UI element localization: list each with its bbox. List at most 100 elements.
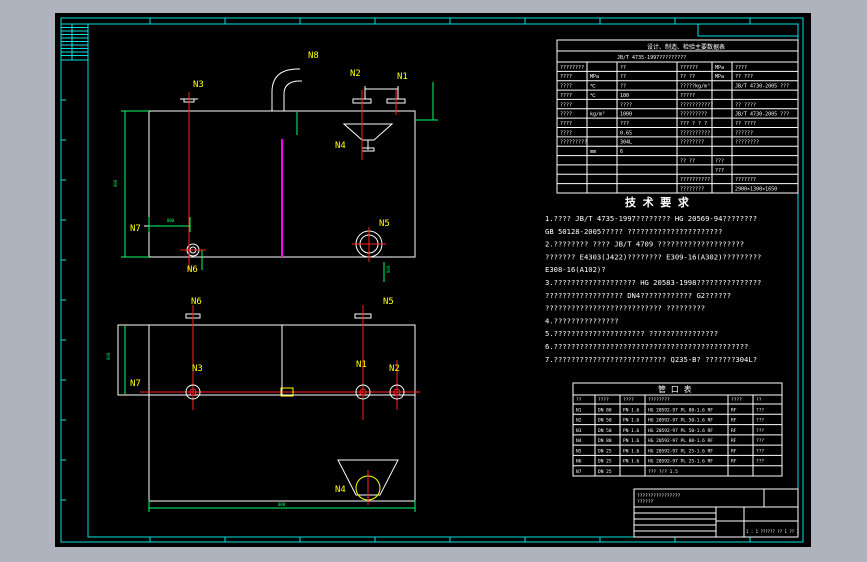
spec-table-cell: ???????? bbox=[560, 65, 584, 71]
nozzle-table-cell: ??? ?/? 1.5 bbox=[648, 469, 678, 475]
n8-top-box bbox=[280, 387, 294, 397]
nozzle-table-cell: DN 25 bbox=[598, 469, 612, 475]
n3-top-circle bbox=[185, 384, 201, 400]
nozzle-table-header: ?? bbox=[756, 397, 762, 403]
tech-requirement-line: ??????????????????????????? ????????? bbox=[545, 304, 705, 313]
n3-label: N3 bbox=[193, 80, 204, 90]
n2-label: N2 bbox=[350, 69, 361, 79]
spec-table-cell: ???? bbox=[560, 130, 572, 136]
nozzle-table-cell: HG 20592-97 PL 80-1.6 RF bbox=[648, 407, 713, 413]
spec-table-cell: ????? bbox=[680, 93, 695, 99]
title-block-text: 1 : 1 ?????? ?? 1 ?? 1 bbox=[746, 529, 800, 534]
n5-dimension-text: 000 bbox=[386, 265, 391, 273]
n7-label: N7 bbox=[130, 224, 141, 234]
nozzle-table-cell: PN 1.6 bbox=[623, 428, 640, 434]
nozzle-table-cell: RF bbox=[731, 418, 737, 424]
nozzle-table-cell: DN 80 bbox=[598, 407, 612, 413]
nozzle-table-cell: PN 1.6 bbox=[623, 438, 640, 444]
n2-top-circle bbox=[389, 384, 405, 400]
n4-top-label: N4 bbox=[335, 485, 346, 495]
n3-top-label: N3 bbox=[192, 364, 203, 374]
nozzle-table-cell: ??? bbox=[756, 448, 764, 454]
tech-requirement-line: E308-16(A102)? bbox=[545, 265, 606, 274]
spec-table-cell: ?????? bbox=[680, 65, 698, 71]
nozzle-table-cell: HG 20592-97 PL 25-1.6 RF bbox=[648, 448, 713, 454]
n6-top-label: N6 bbox=[191, 297, 202, 307]
spec-table-cell: JB/T 4730-2005 ??? bbox=[735, 84, 789, 90]
nozzle-table-cell: DN 25 bbox=[598, 448, 612, 454]
spec-table-cell: kg/m³ bbox=[590, 112, 605, 118]
n5-label: N5 bbox=[379, 219, 390, 229]
nozzle-table-cell: ??? bbox=[756, 418, 764, 424]
nozzle-table-cell: PN 1.6 bbox=[623, 448, 640, 454]
spec-table-cell: ?? ?? bbox=[680, 158, 695, 164]
spec-table-cell: ??? bbox=[715, 158, 724, 164]
spec-table-cell: ???? bbox=[560, 121, 572, 127]
spec-table-cell: ???????? bbox=[735, 140, 759, 146]
height-dimension-text: 000 bbox=[113, 179, 118, 187]
spec-table-title: 设计、制造、检验主要数据表 bbox=[647, 43, 725, 51]
nozzle-table-header: ?? bbox=[576, 397, 582, 403]
nozzle-table-cell: RF bbox=[731, 459, 737, 465]
nozzle-table-header: ???? bbox=[623, 397, 634, 403]
n8-label: N8 bbox=[308, 51, 319, 61]
n3-top-inner bbox=[189, 388, 197, 396]
spec-table-cell: ?????kg/m³ bbox=[680, 84, 710, 90]
spec-table-cell: 1000 bbox=[620, 112, 632, 118]
n1-top-inner bbox=[359, 388, 367, 396]
nozzle-table-cell: N3 bbox=[576, 428, 582, 434]
spec-table-cell: ℃ bbox=[590, 93, 596, 99]
spec-table-cell: 304L bbox=[620, 140, 632, 146]
spec-table-cell: ?????? bbox=[735, 130, 753, 136]
tech-requirement-line: 3.??????????????????? HG 20583-1998?????… bbox=[545, 278, 761, 287]
n4-hopper bbox=[342, 123, 394, 141]
n1-top-label: N1 bbox=[356, 360, 367, 370]
spec-table-cell: mm bbox=[590, 149, 596, 155]
nozzle-table-cell: PN 1.6 bbox=[623, 459, 640, 465]
spec-table-cell: ?????????? bbox=[680, 177, 710, 183]
nozzle-table-cell: RF bbox=[731, 438, 737, 444]
spec-table-cell: 6 bbox=[620, 149, 623, 155]
tech-requirement-line: ?????????????????? DN4???????????? G2???… bbox=[545, 291, 731, 300]
spec-table-standard: JB/T 4735-1997????????? bbox=[617, 55, 686, 61]
n7-top-label: N7 bbox=[130, 379, 141, 389]
n1-top-circle bbox=[355, 384, 371, 400]
spec-table-cell: ????????? bbox=[560, 140, 587, 146]
nozzle-table-cell: PN 1.6 bbox=[623, 407, 640, 413]
spec-table-cell: ???????? bbox=[680, 187, 704, 193]
nozzle-table-cell: N6 bbox=[576, 459, 582, 465]
nozzle-table-header: ???????? bbox=[648, 397, 670, 403]
tech-requirement-line: GB 50128-2005????? ?????????????????????… bbox=[545, 227, 722, 236]
spec-table-cell: ???? bbox=[735, 65, 747, 71]
outer-frame bbox=[60, 17, 804, 543]
spec-table-cell: ?? ?? bbox=[680, 74, 695, 80]
nozzle-table-header: ???? bbox=[598, 397, 609, 403]
nozzle-table-cell: DN 50 bbox=[598, 428, 612, 434]
spec-table-cell: ????????? bbox=[680, 112, 707, 118]
spec-table-cell: ??? bbox=[715, 168, 724, 174]
spec-table-cell: ???? bbox=[560, 102, 572, 108]
spec-table-cell: ?? bbox=[620, 65, 626, 71]
spec-table-cell: MPa bbox=[590, 74, 599, 80]
nozzle-table-title: 管 口 表 bbox=[658, 384, 692, 394]
n1-label: N1 bbox=[397, 72, 408, 82]
spec-table-cell: ??????? bbox=[735, 177, 756, 183]
nozzle-table-cell: N1 bbox=[576, 407, 582, 413]
spec-table-cell: ?? ??? bbox=[735, 74, 753, 80]
tech-requirement-line: 6.??????????????????????????????????????… bbox=[545, 342, 748, 351]
spec-table-cell: ?? bbox=[620, 74, 626, 80]
nozzle-table-cell: N2 bbox=[576, 418, 582, 424]
spec-table-cell: ?? bbox=[620, 84, 626, 90]
nozzle-table-cell: DN 25 bbox=[598, 459, 612, 465]
nozzle-table-cell: DN 80 bbox=[598, 438, 612, 444]
spec-table-cell: 2900×1300×1650 bbox=[735, 187, 777, 193]
nozzle-table-cell: N4 bbox=[576, 438, 582, 444]
spec-table-cell: ??? bbox=[620, 121, 629, 127]
inner-frame bbox=[87, 23, 799, 538]
top-height-dimension-text: 000 bbox=[106, 352, 111, 360]
nozzle-table-cell: HG 20592-97 PL 50-1.6 RF bbox=[648, 418, 713, 424]
spec-table-cell: ???? bbox=[620, 102, 632, 108]
nozzle-table-cell: ??? bbox=[756, 459, 764, 465]
title-block-text: ???????????????? bbox=[637, 493, 681, 499]
